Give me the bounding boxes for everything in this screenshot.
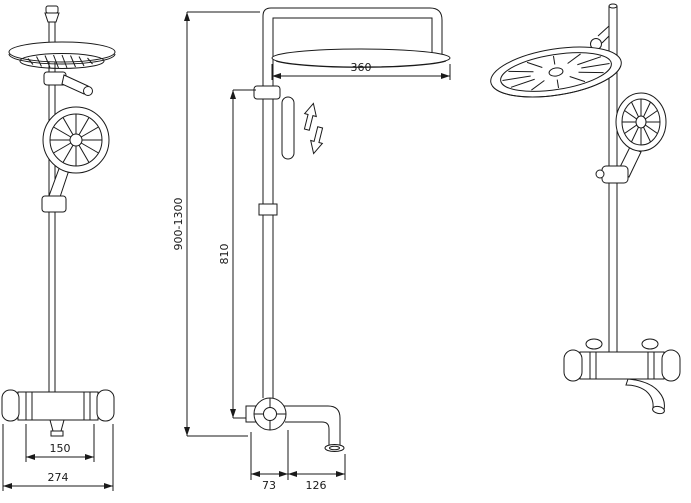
dim-overall-height: 900-1300 (172, 11, 260, 437)
hand-shower-front (42, 106, 110, 201)
hand-shower-3d (615, 92, 667, 178)
spray-face-radials (502, 53, 610, 91)
valve-side (245, 397, 287, 431)
dim-handle-spacing: 150 (25, 424, 95, 462)
pole-coupling (258, 203, 278, 216)
thermostatic-valve-front (1, 389, 115, 437)
wall-mounts (585, 338, 659, 350)
rain-shower-head-front (8, 41, 116, 69)
dim-label-wall-to-spout: 73 (262, 479, 276, 492)
perspective-view (490, 3, 681, 415)
dim-label-spout-reach: 126 (306, 479, 327, 492)
front-view: 150 274 (1, 5, 116, 491)
tub-spout-side (284, 405, 345, 452)
dim-label-riser-height: 810 (218, 244, 231, 265)
dim-spout-chain: 73 126 (250, 430, 346, 492)
thermostatic-valve-3d (563, 349, 681, 382)
dim-label-overall-height: 900-1300 (172, 198, 185, 251)
dim-label-valve-width: 274 (48, 471, 69, 484)
head-arm-3d (597, 25, 610, 44)
hand-shower-spokes-3d (622, 99, 660, 145)
hand-shower-spokes (50, 114, 102, 166)
dim-valve-width: 274 (2, 424, 114, 491)
bracket-knob-3d (595, 169, 605, 179)
shower-arm-bracket (43, 71, 93, 96)
side-view: 360 810 900-1300 (172, 7, 451, 492)
dim-label-head-width: 360 (351, 61, 372, 74)
height-adjust-arrows (300, 101, 327, 156)
tub-spout-3d (625, 378, 665, 415)
slider-bracket-front (41, 195, 67, 213)
diverter-knob (44, 5, 60, 44)
riser-pole-front (48, 62, 56, 392)
rain-shower-head-3d (490, 46, 622, 98)
hand-shower-side (281, 96, 295, 160)
rain-shower-head-side (271, 48, 451, 68)
dim-label-handle-spacing: 150 (50, 442, 71, 455)
dim-riser-height: 810 (218, 89, 256, 419)
slider-bracket-3d (601, 165, 629, 184)
slider-bracket-side (253, 85, 281, 100)
dim-head-width: 360 (271, 61, 451, 80)
